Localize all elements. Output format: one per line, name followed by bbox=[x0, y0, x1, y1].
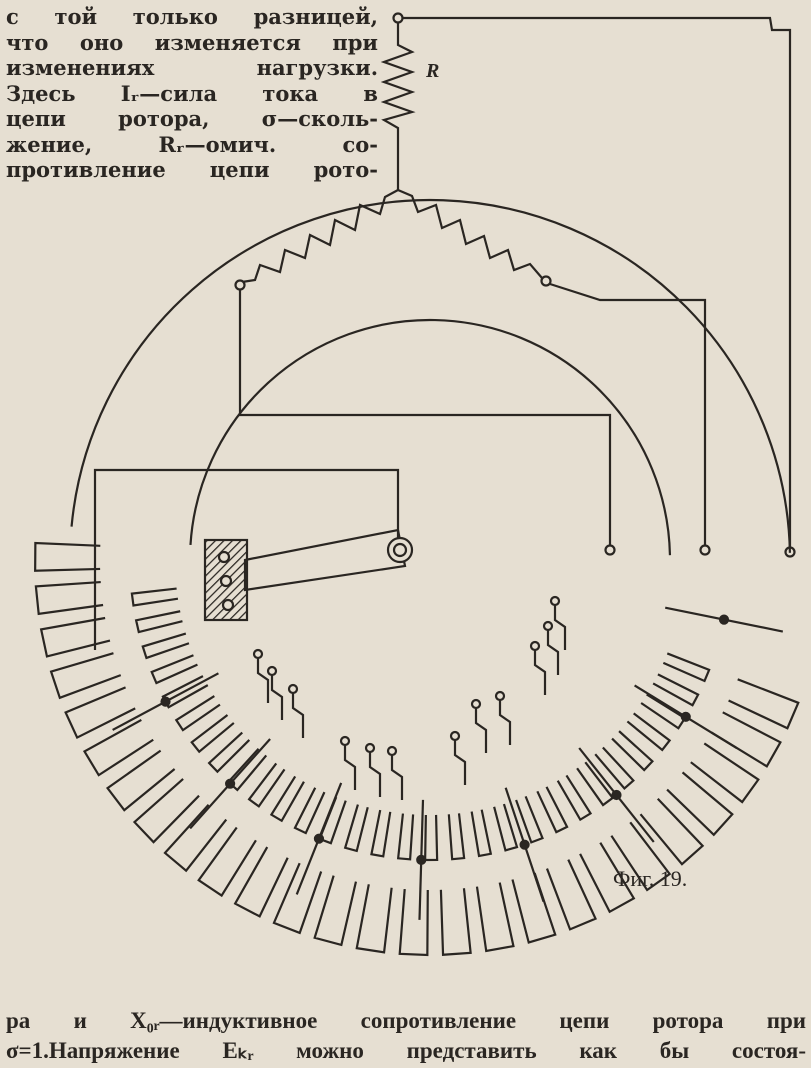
terminal-circle bbox=[339, 735, 351, 747]
text-line: ра и X₀ᵣ—индуктивное сопротивление цепи … bbox=[6, 1008, 806, 1033]
brush-holder bbox=[203, 528, 414, 622]
commutator-segments bbox=[34, 198, 800, 957]
terminal-tap bbox=[390, 755, 404, 800]
terminal-circle bbox=[287, 683, 299, 695]
terminal-tap bbox=[453, 740, 467, 785]
text-line: цепи ротора, σ—сколь- bbox=[6, 106, 378, 131]
resistor-left bbox=[241, 189, 399, 284]
resistor-r bbox=[380, 12, 416, 190]
text-line: с той только разницей, bbox=[6, 4, 378, 29]
top-paragraph: с той только разницей, что оно изменяетс… bbox=[6, 4, 378, 183]
terminal-circle bbox=[252, 648, 264, 660]
terminal-circle bbox=[529, 640, 541, 652]
terminal-tap bbox=[256, 658, 270, 703]
junction-dot bbox=[519, 839, 530, 850]
inner-arc bbox=[189, 318, 672, 556]
outer-teeth bbox=[34, 541, 800, 957]
resistor-right bbox=[397, 188, 543, 279]
terminal-tap bbox=[474, 708, 488, 753]
resistor-label: R bbox=[426, 60, 440, 82]
junction-dot bbox=[313, 833, 325, 844]
terminal-tap bbox=[343, 745, 357, 790]
terminal-tap bbox=[270, 675, 284, 720]
text-line: что оно изменяется при bbox=[6, 29, 378, 55]
terminal-circle bbox=[386, 745, 398, 757]
junction-dot bbox=[611, 789, 622, 801]
terminal-circle bbox=[266, 665, 278, 677]
wire bbox=[93, 468, 400, 650]
text-line: Здесь Iᵣ—сила тока в bbox=[6, 80, 378, 106]
junction-dot bbox=[416, 854, 427, 865]
terminal-tap bbox=[553, 605, 567, 650]
terminal-tap bbox=[291, 693, 305, 738]
text-line: жение, Rᵣ—омич. со- bbox=[6, 131, 378, 157]
text-line: σ=1.Напряжение Eₖᵣ можно представить как… bbox=[6, 1038, 806, 1063]
terminal-circle bbox=[364, 742, 376, 754]
junction-dot bbox=[225, 778, 236, 789]
terminal-circle bbox=[494, 690, 506, 702]
wire bbox=[402, 16, 792, 548]
terminal-circle bbox=[542, 620, 554, 632]
terminal-tap bbox=[533, 650, 547, 695]
terminal-circle bbox=[449, 730, 461, 742]
terminal-tap bbox=[498, 700, 512, 745]
inner-teeth bbox=[130, 587, 711, 862]
wire bbox=[238, 290, 612, 545]
text-line: изменениях нагрузки. bbox=[6, 55, 378, 80]
stator-outer-arc bbox=[70, 198, 792, 553]
terminal-circle bbox=[470, 698, 482, 710]
figure-caption: Фиг. 19. bbox=[613, 866, 688, 891]
wire bbox=[549, 282, 707, 545]
junction-dot bbox=[718, 614, 730, 625]
figure-19-circuit-diagram bbox=[34, 12, 800, 957]
terminal-tap bbox=[546, 630, 560, 675]
terminal-tap bbox=[368, 752, 382, 797]
junction-dot bbox=[160, 696, 171, 707]
terminal-circle bbox=[549, 595, 561, 607]
junction-dot bbox=[680, 711, 691, 722]
text-line: противление цепи рото- bbox=[6, 157, 378, 182]
bottom-paragraph: ра и X₀ᵣ—индуктивное сопротивление цепи … bbox=[6, 1006, 806, 1066]
